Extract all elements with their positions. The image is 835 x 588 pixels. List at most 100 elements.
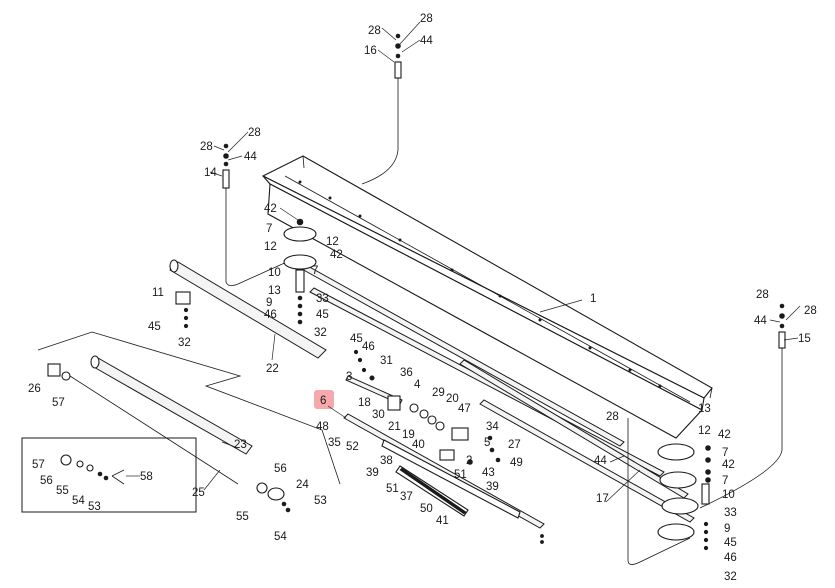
callout-label: 44 bbox=[754, 315, 767, 327]
callout-label: 51 bbox=[386, 483, 399, 495]
callout-labels: 28 28 44 16 28 28 44 14 42 7 12 12 42 10… bbox=[28, 13, 817, 583]
callout-label: 40 bbox=[412, 439, 425, 451]
callout-label: 56 bbox=[40, 475, 53, 487]
callout-label: 39 bbox=[486, 481, 499, 493]
callout-label: 7 bbox=[312, 265, 318, 277]
highlight-part-6 bbox=[314, 390, 334, 409]
callout-label: 18 bbox=[358, 397, 371, 409]
callout-label: 7 bbox=[722, 447, 728, 459]
callout-label: 54 bbox=[72, 495, 85, 507]
main-frame-part bbox=[261, 155, 713, 439]
callout-label: 45 bbox=[148, 321, 161, 333]
callout-label: 42 bbox=[722, 459, 735, 471]
callout-label: 32 bbox=[314, 327, 327, 339]
callout-label: 22 bbox=[266, 363, 279, 375]
callout-label: 13 bbox=[268, 285, 281, 297]
callout-label: 54 bbox=[274, 531, 287, 543]
callout-label: 32 bbox=[178, 337, 191, 349]
callout-label: 47 bbox=[458, 403, 471, 415]
callout-label: 9 bbox=[266, 297, 272, 309]
callout-label: 4 bbox=[414, 379, 421, 391]
leader-lines bbox=[126, 21, 801, 503]
callout-label: 3 bbox=[346, 371, 352, 383]
callout-label: 10 bbox=[268, 267, 281, 279]
callout-label: 53 bbox=[314, 495, 327, 507]
callout-label: 20 bbox=[446, 393, 459, 405]
callout-label: 28 bbox=[248, 127, 261, 139]
callout-label: 34 bbox=[486, 421, 499, 433]
callout-label: 50 bbox=[420, 503, 433, 515]
callout-label: 31 bbox=[380, 355, 393, 367]
callout-label: 12 bbox=[326, 236, 339, 248]
callout-label: 7 bbox=[266, 223, 272, 235]
callout-label: 14 bbox=[204, 167, 217, 179]
callout-label: 28 bbox=[368, 25, 381, 37]
tube-part bbox=[169, 259, 327, 359]
callout-label: 44 bbox=[244, 151, 257, 163]
callout-label: 16 bbox=[364, 45, 377, 57]
callout-label: 25 bbox=[192, 487, 205, 499]
rack-assembly bbox=[343, 413, 545, 544]
callout-label: 39 bbox=[366, 467, 379, 479]
callout-label: 10 bbox=[722, 489, 735, 501]
cable-ends bbox=[222, 33, 786, 349]
callout-label: 26 bbox=[28, 383, 41, 395]
callout-label: 55 bbox=[236, 511, 249, 523]
cables bbox=[225, 78, 783, 565]
callout-label: 28 bbox=[606, 411, 619, 423]
callout-label: 41 bbox=[436, 515, 449, 527]
callout-label: 33 bbox=[316, 293, 329, 305]
callout-label: 13 bbox=[698, 403, 711, 415]
callout-label: 35 bbox=[328, 437, 341, 449]
shaft-hardware bbox=[345, 349, 501, 465]
callout-label: 42 bbox=[718, 429, 731, 441]
left-pulleys bbox=[283, 218, 317, 325]
callout-label: 57 bbox=[52, 397, 65, 409]
callout-label: 28 bbox=[420, 13, 433, 25]
callout-label: 37 bbox=[400, 491, 413, 503]
callout-label: 44 bbox=[420, 35, 433, 47]
callout-label: 42 bbox=[264, 203, 277, 215]
long-rods bbox=[299, 263, 695, 523]
callout-label: 23 bbox=[234, 439, 247, 451]
right-pulleys bbox=[657, 443, 711, 551]
callout-label: 46 bbox=[724, 552, 737, 564]
callout-label: 55 bbox=[56, 485, 69, 497]
callout-label: 29 bbox=[432, 387, 445, 399]
callout-label: 6 bbox=[320, 395, 326, 407]
callout-label: 42 bbox=[330, 249, 343, 261]
callout-label: 7 bbox=[722, 475, 728, 487]
callout-label: 38 bbox=[380, 455, 393, 467]
callout-label: 45 bbox=[724, 537, 737, 549]
detail-box bbox=[21, 437, 197, 513]
callout-label: 58 bbox=[140, 471, 153, 483]
callout-label: 11 bbox=[152, 287, 164, 299]
callout-label: 43 bbox=[482, 467, 495, 479]
callout-label: 46 bbox=[362, 341, 375, 353]
callout-label: 27 bbox=[508, 439, 521, 451]
callout-label: 24 bbox=[296, 479, 309, 491]
callout-label: 28 bbox=[200, 141, 213, 153]
callout-label: 12 bbox=[264, 241, 277, 253]
callout-label: 44 bbox=[594, 455, 607, 467]
callout-label: 5 bbox=[484, 437, 490, 449]
callout-label: 28 bbox=[804, 305, 817, 317]
callout-label: 15 bbox=[798, 333, 811, 345]
callout-label: 36 bbox=[400, 367, 413, 379]
callout-label: 12 bbox=[698, 425, 711, 437]
callout-label: 49 bbox=[510, 457, 523, 469]
callout-label: 21 bbox=[388, 421, 401, 433]
callout-label: 46 bbox=[264, 309, 277, 321]
callout-label: 45 bbox=[316, 309, 329, 321]
callout-label: 2 bbox=[466, 455, 472, 467]
callout-label: 28 bbox=[756, 289, 769, 301]
callout-label: 56 bbox=[274, 463, 287, 475]
callout-label: 57 bbox=[32, 459, 45, 471]
callout-label: 51 bbox=[454, 469, 467, 481]
callout-label: 9 bbox=[724, 523, 730, 535]
inset-subassembly bbox=[37, 331, 341, 513]
callout-label: 1 bbox=[590, 293, 596, 305]
callout-label: 19 bbox=[402, 429, 415, 441]
callout-label: 33 bbox=[724, 507, 737, 519]
